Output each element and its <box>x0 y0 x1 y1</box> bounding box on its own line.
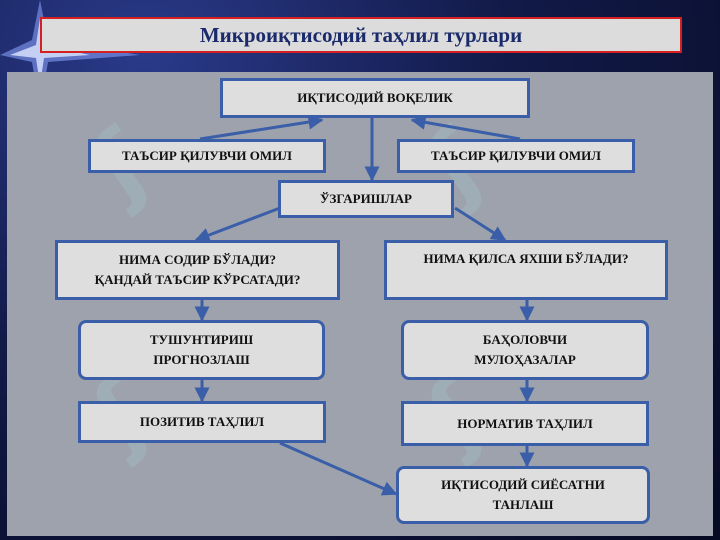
node-normative-analysis: НОРМАТИВ ТАҲЛИЛ <box>401 401 649 446</box>
node-question-right: НИМА ҚИЛСА ЯХШИ БЎЛАДИ? <box>384 240 668 300</box>
arrow-changes-to-question-right <box>454 206 507 242</box>
node-evaluative-judgments: БАҲОЛОВЧИ МУЛОҲАЗАЛАР <box>401 320 649 380</box>
node-economic-policy-choice: ИҚТИСОДИЙ СИЁСАТНИ ТАНЛАШ <box>396 466 650 524</box>
arrow-positive-to-policy <box>279 441 398 496</box>
node-factor-right: ТАЪСИР ҚИЛУВЧИ ОМИЛ <box>397 139 635 173</box>
arrow-factor-right-to-reality <box>410 114 521 141</box>
slide-title: Микроиқтисодий таҳлил турлари <box>199 22 523 47</box>
slide-title-bar: Микроиқтисодий таҳлил турлари <box>40 17 682 53</box>
arrow-factor-left-to-reality <box>199 114 324 141</box>
node-changes: ЎЗГАРИШЛАР <box>278 180 454 218</box>
node-explain-forecast: ТУШУНТИРИШ ПРОГНОЗЛАШ <box>78 320 325 380</box>
node-economic-reality: ИҚТИСОДИЙ ВОҚЕЛИК <box>220 78 530 118</box>
node-question-left: НИМА СОДИР БЎЛАДИ? ҚАНДАЙ ТАЪСИР КЎРСАТА… <box>55 240 340 300</box>
arrow-changes-to-question-left <box>194 206 281 243</box>
node-factor-left: ТАЪСИР ҚИЛУВЧИ ОМИЛ <box>88 139 326 173</box>
node-positive-analysis: ПОЗИТИВ ТАҲЛИЛ <box>78 401 326 443</box>
